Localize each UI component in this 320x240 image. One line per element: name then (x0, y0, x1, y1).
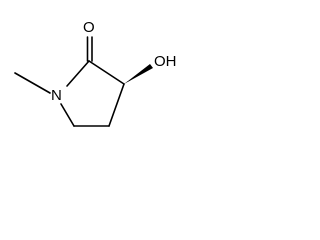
atom-label-oxygen: O (83, 19, 95, 36)
molecule-structure: O N OH (14, 19, 177, 127)
bond-ch2-nitrogen (60, 103, 75, 127)
atom-label-nitrogen: N (51, 87, 62, 104)
bond-carbonyl-stereocenter (88, 60, 125, 85)
bond-nitrogen-carbonyl (66, 60, 90, 87)
bond-methyl-nitrogen (14, 72, 51, 94)
bond-wedge-hydroxyl (124, 64, 153, 84)
bond-stereocenter-ch2 (108, 83, 125, 127)
bond-lines (14, 36, 153, 127)
atom-label-hydroxyl: OH (154, 53, 177, 70)
